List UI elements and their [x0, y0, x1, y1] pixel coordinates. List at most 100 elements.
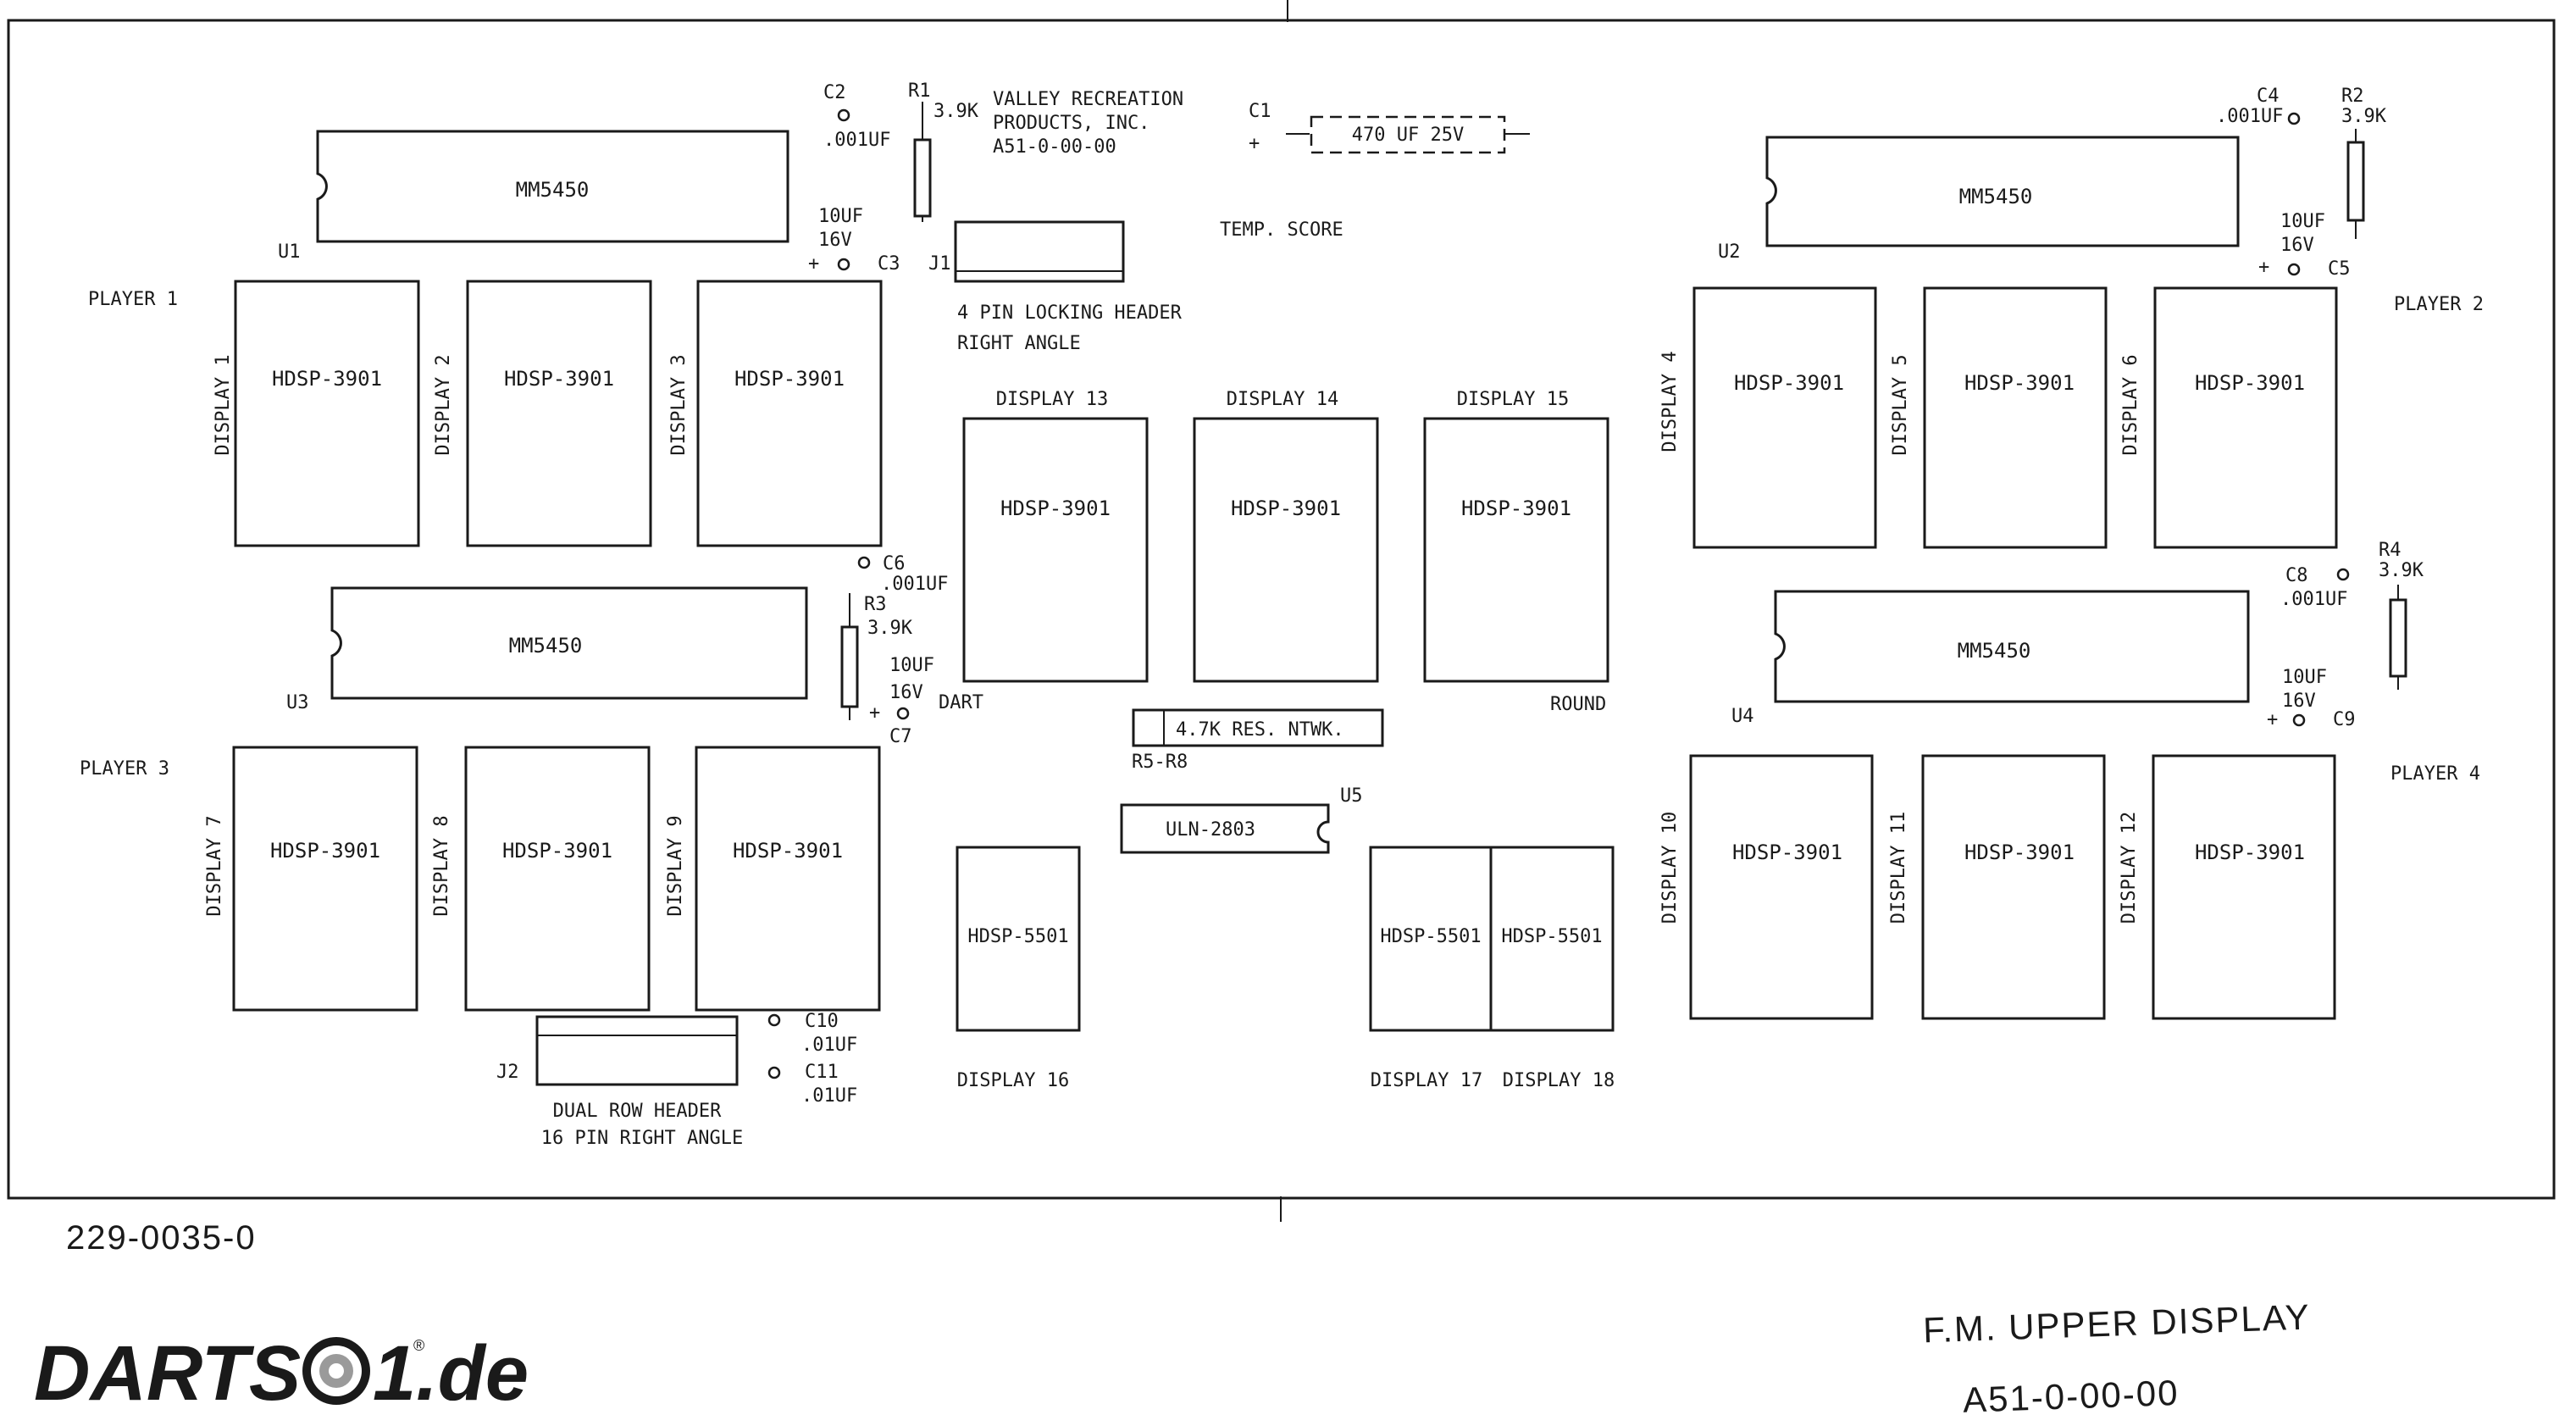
- display-11: HDSP-3901 DISPLAY 11: [1888, 754, 2106, 1020]
- display-12-part: HDSP-3901: [2195, 841, 2305, 864]
- c5-plus: +: [2258, 257, 2269, 278]
- chip-u4: MM5450: [1774, 590, 2250, 703]
- display-14-label: DISPLAY 14: [1227, 389, 1338, 410]
- resnet-label: 4.7K RES. NTWK.: [1176, 719, 1344, 741]
- c4-ref: C4: [2257, 86, 2280, 107]
- display-13: HDSP-3901: [962, 417, 1149, 683]
- r5-r8-ref: R5-R8: [1132, 752, 1188, 773]
- company-line-2: PRODUCTS, INC.: [993, 113, 1150, 134]
- c1-value: 470 UF 25V: [1352, 125, 1464, 146]
- c1-plus: +: [1249, 133, 1260, 154]
- r2-body: [2346, 141, 2365, 222]
- display-11-part: HDSP-3901: [1964, 841, 2075, 864]
- display-18: HDSP-5501: [1489, 846, 1615, 1032]
- logo-registered: ®: [413, 1337, 424, 1354]
- display-17-label: DISPLAY 17: [1371, 1070, 1482, 1091]
- chip-u3-label: MM5450: [509, 634, 583, 658]
- company-line-1: VALLEY RECREATION: [993, 89, 1183, 110]
- c4-value: .001UF: [2216, 106, 2283, 127]
- display-5: HDSP-3901 DISPLAY 5: [1890, 286, 2108, 549]
- display-7-part: HDSP-3901: [270, 839, 380, 863]
- display-6-part: HDSP-3901: [2195, 371, 2305, 395]
- display-1-label: DISPLAY 1: [213, 354, 234, 455]
- c6-pad: [857, 556, 871, 569]
- c11-value: .01UF: [801, 1085, 857, 1107]
- player-2-label: PLAYER 2: [2394, 294, 2484, 315]
- display-10: HDSP-3901 DISPLAY 10: [1659, 754, 1874, 1020]
- display-4-label: DISPLAY 4: [1659, 351, 1681, 452]
- j1-desc-2: RIGHT ANGLE: [957, 333, 1081, 354]
- display-17-part: HDSP-5501: [1380, 926, 1481, 947]
- display-12: HDSP-3901 DISPLAY 12: [2119, 754, 2336, 1020]
- display-1: HDSP-3901 DISPLAY 1: [213, 280, 420, 547]
- display-9-part: HDSP-3901: [733, 839, 843, 863]
- c8-value: .001UF: [2280, 589, 2347, 610]
- c5-value-1: 10UF: [2280, 211, 2325, 232]
- u5-ref: U5: [1340, 785, 1363, 807]
- c9-value-1: 10UF: [2282, 667, 2327, 688]
- display-15-label: DISPLAY 15: [1457, 389, 1569, 410]
- display-10-part: HDSP-3901: [1732, 841, 1842, 864]
- chip-u5: ULN-2803: [1120, 803, 1330, 854]
- c3-value-1: 10UF: [818, 206, 863, 227]
- c7-value-2: 16V: [889, 682, 923, 703]
- display-7-label: DISPLAY 7: [204, 815, 225, 916]
- c3-pad: [837, 258, 850, 271]
- display-16-part: HDSP-5501: [967, 926, 1068, 947]
- display-5-part: HDSP-3901: [1964, 371, 2075, 395]
- chip-u4-label: MM5450: [1958, 639, 2031, 663]
- chip-u2: MM5450: [1765, 136, 2240, 247]
- header-j1: [954, 220, 1125, 283]
- r2-value: 3.9K: [2341, 106, 2387, 127]
- r2-ref: R2: [2341, 86, 2364, 107]
- c9-pad: [2292, 713, 2306, 727]
- c5-pad: [2287, 263, 2301, 276]
- darts01-logo: DARTS 1.de ®: [34, 1330, 529, 1417]
- round-label: ROUND: [1550, 694, 1606, 715]
- u2-ref: U2: [1718, 241, 1741, 263]
- c3-plus: +: [808, 253, 819, 275]
- c2-value: .001UF: [823, 130, 890, 151]
- logo-text: DARTS: [34, 1330, 301, 1417]
- j2-desc-1: DUAL ROW HEADER: [553, 1101, 722, 1122]
- display-9: HDSP-3901 DISPLAY 9: [665, 746, 881, 1012]
- display-8-part: HDSP-3901: [502, 839, 612, 863]
- c11-ref: C11: [805, 1062, 839, 1083]
- c9-plus: +: [2267, 709, 2278, 730]
- c7-ref: C7: [889, 726, 912, 747]
- resistor-network: 4.7K RES. NTWK.: [1132, 708, 1384, 747]
- r4-body: [2389, 598, 2407, 678]
- r1-ref: R1: [908, 80, 931, 102]
- r1-value: 3.9K: [933, 101, 979, 122]
- player-1-label: PLAYER 1: [88, 289, 178, 310]
- u1-ref: U1: [278, 241, 301, 263]
- c10-pad: [767, 1013, 781, 1027]
- display-15: HDSP-3901: [1423, 417, 1609, 683]
- c5-value-2: 16V: [2280, 235, 2314, 256]
- j1-ref: J1: [928, 253, 951, 275]
- player-3-label: PLAYER 3: [80, 758, 169, 780]
- temp-score-label: TEMP. SCORE: [1220, 219, 1343, 241]
- c3-ref: C3: [878, 253, 900, 275]
- display-16: HDSP-5501: [956, 846, 1081, 1032]
- display-18-part: HDSP-5501: [1501, 926, 1602, 947]
- c6-ref: C6: [883, 553, 906, 574]
- display-9-label: DISPLAY 9: [665, 815, 686, 916]
- c2-ref: C2: [823, 82, 846, 103]
- c9-value-2: 16V: [2282, 691, 2316, 712]
- display-14-part: HDSP-3901: [1231, 497, 1341, 520]
- r1-body: [913, 138, 932, 218]
- c10-value: .01UF: [801, 1035, 857, 1056]
- r3-ref: R3: [864, 594, 887, 615]
- display-6-label: DISPLAY 6: [2120, 354, 2141, 455]
- chip-u1: MM5450: [316, 130, 789, 243]
- c5-ref: C5: [2328, 258, 2351, 280]
- c2-pad: [837, 108, 850, 122]
- u3-ref: U3: [286, 692, 309, 713]
- c6-value: .001UF: [881, 574, 948, 595]
- display-7: HDSP-3901 DISPLAY 7: [204, 746, 418, 1012]
- display-4-part: HDSP-3901: [1734, 371, 1844, 395]
- title-block: F.M. UPPER DISPLAY A51-0-00-00: [1922, 1296, 2311, 1419]
- chip-u1-label: MM5450: [516, 178, 590, 202]
